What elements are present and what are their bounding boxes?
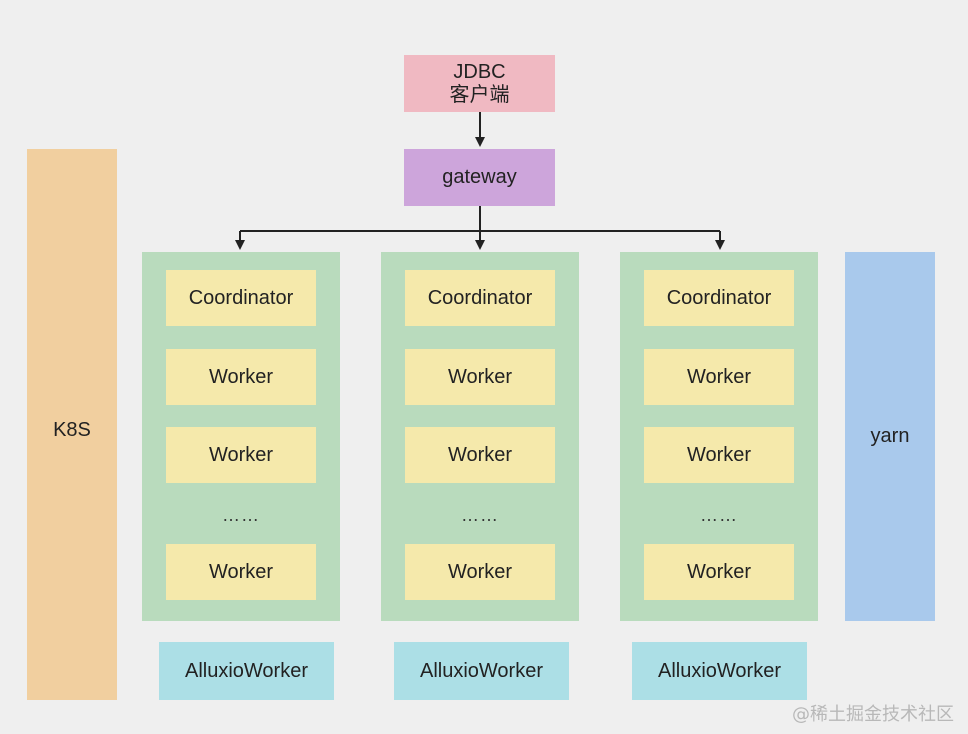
alluxio-worker-label: AlluxioWorker	[658, 659, 781, 682]
worker-label: Worker	[447, 365, 513, 388]
worker-label: Worker	[686, 365, 752, 388]
worker-node: Worker	[166, 544, 316, 600]
worker-ellipsis: ……	[166, 498, 316, 532]
ellipsis-label: ……	[461, 504, 499, 525]
ellipsis-label: ……	[222, 504, 260, 525]
k8s-label: K8S	[53, 419, 91, 441]
alluxio-worker-3: AlluxioWorker	[632, 642, 807, 700]
worker-label: Worker	[208, 560, 274, 583]
jdbc-client-title: JDBC	[453, 60, 506, 83]
worker-ellipsis: ……	[405, 498, 555, 532]
worker-label: Worker	[208, 443, 274, 466]
worker-label: Worker	[686, 560, 752, 583]
gateway-label: gateway	[442, 166, 517, 188]
yarn-panel: yarn	[845, 252, 935, 621]
worker-node: Worker	[405, 349, 555, 405]
cluster-1: Coordinator Worker Worker …… Worker	[142, 252, 340, 621]
coordinator-label: Coordinator	[666, 286, 772, 309]
worker-node: Worker	[644, 544, 794, 600]
watermark-text: @稀土掘金技术社区	[792, 704, 954, 725]
worker-node: Worker	[405, 427, 555, 483]
worker-ellipsis: ……	[644, 498, 794, 532]
coordinator-node: Coordinator	[166, 270, 316, 326]
worker-label: Worker	[447, 443, 513, 466]
coordinator-label: Coordinator	[188, 286, 294, 309]
coordinator-node: Coordinator	[644, 270, 794, 326]
cluster-2: Coordinator Worker Worker …… Worker	[381, 252, 579, 621]
k8s-panel: K8S	[27, 149, 117, 700]
worker-node: Worker	[405, 544, 555, 600]
alluxio-worker-label: AlluxioWorker	[185, 659, 308, 682]
cluster-3: Coordinator Worker Worker …… Worker	[620, 252, 818, 621]
worker-node: Worker	[166, 349, 316, 405]
worker-label: Worker	[208, 365, 274, 388]
yarn-label: yarn	[870, 425, 910, 447]
worker-node: Worker	[644, 349, 794, 405]
jdbc-client-subtitle: 客户端	[449, 83, 510, 106]
ellipsis-label: ……	[700, 504, 738, 525]
coordinator-label: Coordinator	[427, 286, 533, 309]
worker-label: Worker	[447, 560, 513, 583]
alluxio-worker-label: AlluxioWorker	[420, 659, 543, 682]
jdbc-client-box: JDBC 客户端	[404, 55, 555, 112]
alluxio-worker-2: AlluxioWorker	[394, 642, 569, 700]
gateway-box: gateway	[404, 149, 555, 206]
worker-node: Worker	[644, 427, 794, 483]
alluxio-worker-1: AlluxioWorker	[159, 642, 334, 700]
coordinator-node: Coordinator	[405, 270, 555, 326]
worker-node: Worker	[166, 427, 316, 483]
worker-label: Worker	[686, 443, 752, 466]
